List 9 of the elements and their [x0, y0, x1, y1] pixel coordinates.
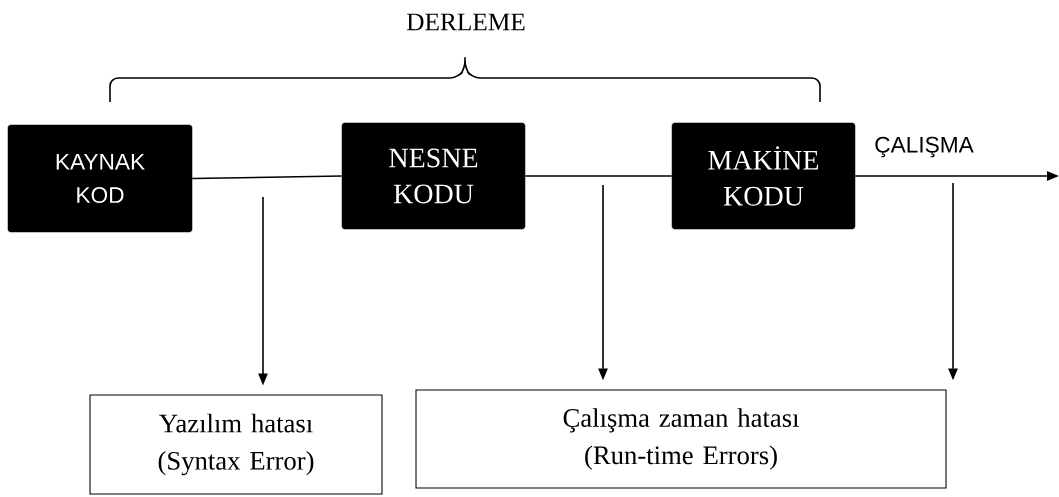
edge-label: ÇALIŞMA	[872, 135, 976, 159]
error-box: Yazılım hatası (Syntax Error)	[89, 394, 383, 495]
code-box: NESNE KODU	[341, 122, 526, 230]
connector-line	[524, 175, 673, 177]
connector-line	[191, 175, 343, 180]
error-box: Çalışma zaman hatası (Run-time Errors)	[415, 389, 947, 489]
code-box: MAKİNE KODU	[671, 122, 856, 230]
section-heading: DERLEME	[406, 13, 525, 31]
code-box: KAYNAK KOD	[7, 124, 193, 233]
